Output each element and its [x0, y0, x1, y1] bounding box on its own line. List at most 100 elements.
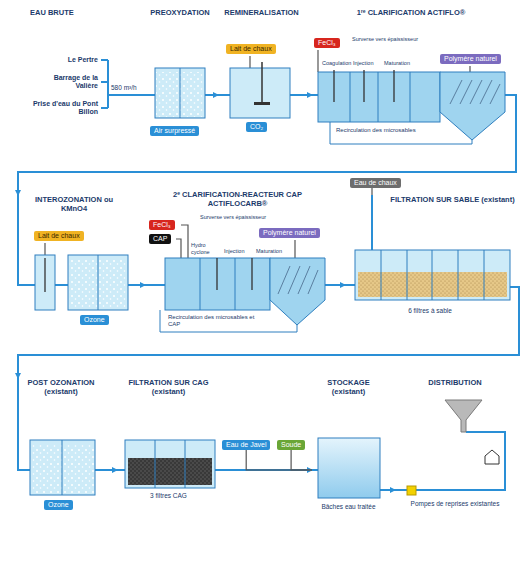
flow-pipe — [138, 284, 145, 286]
process-unit: FILTRATION SUR SABLE (existant) 6 filtres… — [345, 195, 515, 335]
actiflocarb-basin — [165, 258, 270, 310]
process-caption: 6 filtres à sable — [345, 307, 515, 315]
process-heading: POST OZONATION (existant) — [10, 378, 112, 397]
process-caption: Pompes de reprises existantes — [395, 500, 515, 508]
sand-filters — [381, 250, 484, 300]
actiflo-basin — [318, 72, 440, 122]
text-label: Injection — [224, 248, 245, 255]
reagent-tag: Ozone — [44, 500, 73, 510]
process-unit: DISTRIBUTION Pompes de reprises existante… — [395, 378, 515, 560]
reagent-name: Eau de Javel — [226, 441, 266, 448]
process-heading: 1ʳᵉ CLARIFICATION ACTIFLO® — [312, 8, 510, 17]
reagent-name: FeCl₃ — [318, 39, 336, 46]
process-unit: INTEROZONATION ou KMnO4Lait de chauxOzon… — [10, 195, 138, 330]
process-heading: REMINERALISATION — [218, 8, 305, 17]
actiflocarb-basin — [270, 258, 325, 325]
process-heading: STOCKAGE (existant) — [312, 378, 385, 397]
reagent-name: Ozone — [84, 316, 105, 323]
reagent-name: Lait de chaux — [38, 232, 80, 239]
text-label: Injection — [353, 60, 374, 67]
gac-filters — [125, 440, 215, 488]
post-ozonation-tank — [62, 440, 63, 495]
distribution-icons — [445, 400, 482, 432]
actiflo-basin — [334, 70, 394, 102]
interozonation-tanks — [35, 255, 55, 310]
reagent-tag: Air surpressé — [150, 126, 199, 136]
preoxidation-tank — [155, 68, 205, 118]
reagent-name: Soude — [281, 441, 301, 448]
process-heading: DISTRIBUTION — [395, 378, 515, 387]
flow-pipe — [305, 94, 312, 96]
actiflocarb-basin — [160, 310, 297, 332]
flow-pipe — [215, 94, 218, 96]
actiflo-basin — [330, 122, 472, 144]
dosing-line — [45, 50, 470, 258]
process-heading: 2ᵉ CLARIFICATION-REACTEUR CAP ACTIFLOCAR… — [145, 190, 330, 209]
reagent-name: Air surpressé — [154, 127, 195, 134]
flow-pipe — [18, 287, 519, 378]
post-ozonation-tank — [30, 440, 95, 495]
actiflocarb-basin — [217, 258, 252, 290]
text-label: Hydro cyclone — [191, 242, 219, 255]
process-caption: 3 filtres CAG — [117, 492, 220, 500]
flow-pipe — [330, 284, 345, 286]
text-label: Le Pertre — [38, 56, 98, 64]
storage-tank — [318, 438, 380, 498]
reagent-tag: Soude — [277, 440, 305, 450]
text-label: Recirculation des microsables et CAP — [168, 314, 268, 328]
sand-filters — [355, 250, 510, 300]
dosing-line — [371, 188, 372, 195]
process-unit: PREOXYDATIONAir surpressé — [145, 8, 215, 148]
process-unit: STOCKAGE (existant)Bâches eau traitée — [312, 378, 385, 545]
storage-tank — [318, 438, 380, 498]
process-unit: 1ʳᵉ CLARIFICATION ACTIFLO® FeCl₃ Polymère … — [312, 8, 510, 150]
distribution-icons — [407, 486, 416, 495]
interozonation-tanks — [44, 258, 45, 292]
dosing-line — [246, 450, 312, 470]
reagent-name: Eau de chaux — [354, 179, 397, 186]
distribution-icons — [407, 400, 499, 495]
reagent-tag: Eau de chaux — [350, 178, 401, 188]
reagent-name: Polymère naturel — [444, 55, 497, 62]
text-label: Prise d'eau du Pont Billon — [28, 100, 98, 117]
text-label: 580 m³/h — [111, 84, 137, 92]
reagent-tag: Lait de chaux — [34, 231, 84, 241]
actiflo-basin — [440, 72, 505, 140]
flow-pipe — [18, 95, 516, 195]
actiflocarb-basin — [160, 258, 325, 332]
reagent-tag: Ozone — [80, 315, 109, 325]
text-label: EAU BRUTE — [30, 8, 74, 17]
interozonation-tanks — [68, 255, 128, 310]
interozonation-tanks — [98, 255, 99, 310]
flow-pipe — [112, 469, 117, 471]
pipe — [18, 60, 515, 490]
flow-pipe — [385, 489, 395, 491]
reagent-name: Ozone — [48, 501, 69, 508]
process-unit: POST OZONATION (existant) Ozone — [10, 378, 112, 545]
reagent-name: Lait de chaux — [230, 45, 272, 52]
reagent-tag: Lait de chaux — [226, 44, 276, 54]
actiflocarb-basin — [278, 266, 318, 294]
text-label: Barrage de la Valière — [38, 74, 98, 91]
process-unit: 2ᵉ CLARIFICATION-REACTEUR CAP ACTIFLOCAR… — [145, 190, 330, 335]
pipe — [101, 60, 145, 108]
sand-filters — [355, 250, 510, 300]
reagent-tag: Polymère naturel — [259, 228, 320, 238]
process-unit: REMINERALISATIONLait de chauxCO₂ — [218, 8, 305, 148]
interozonation-tanks — [35, 255, 128, 310]
actiflo-basin — [318, 70, 505, 144]
reagent-name: CAP — [153, 235, 167, 242]
actiflo-basin — [350, 72, 410, 122]
remineralisation-tank — [230, 62, 290, 118]
text-label: Surverse vers épaississeur — [352, 36, 418, 43]
reagent-name: FeCl₃ — [153, 221, 171, 228]
gac-filters — [125, 440, 215, 488]
reagent-tag: FeCl₃ — [149, 220, 175, 230]
process-heading: FILTRATION SUR CAG (existant) — [117, 378, 220, 397]
text-label: Maturation — [256, 248, 282, 255]
process-heading: FILTRATION SUR SABLE (existant) — [390, 195, 515, 204]
actiflo-basin — [450, 80, 500, 104]
dosing-line — [291, 450, 312, 470]
text-label: Maturation — [384, 60, 410, 67]
